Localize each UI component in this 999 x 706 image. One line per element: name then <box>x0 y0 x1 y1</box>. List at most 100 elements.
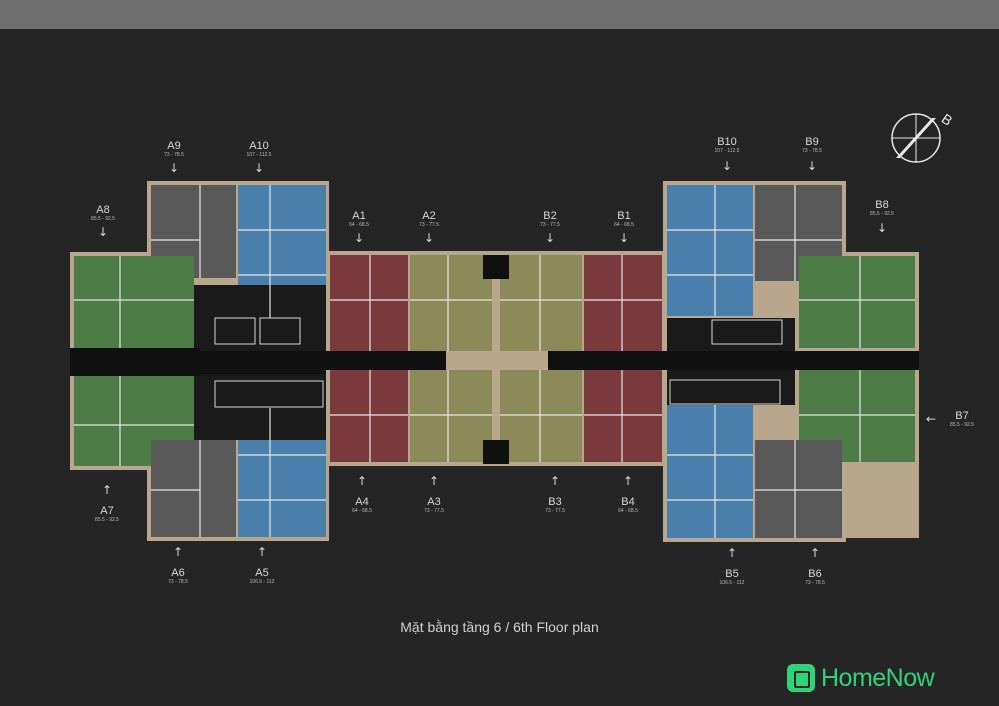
unit-a2-block[interactable] <box>410 255 492 351</box>
unit-name: B1 <box>617 210 631 222</box>
core-right <box>660 318 919 405</box>
arrow-down-icon: ↓ <box>721 159 733 173</box>
unit-a3-block[interactable] <box>410 370 492 462</box>
arrow-down-icon: ↓ <box>423 231 435 245</box>
unit-name: A4 <box>355 496 369 508</box>
arrow-down-icon: ↓ <box>618 231 630 245</box>
unit-name: B4 <box>621 496 635 508</box>
unit-name: B9 <box>805 136 819 148</box>
unit-area: 64 - 68.5 <box>352 508 372 514</box>
unit-area: 73 - 77.5 <box>424 508 444 514</box>
unit-area: 73 - 78.5 <box>168 579 188 585</box>
arrow-down-icon: ↓ <box>544 231 556 245</box>
unit-b4-block[interactable] <box>584 370 662 462</box>
arrow-up-icon: ↑ <box>172 545 184 559</box>
compass-icon: B <box>891 112 956 163</box>
unit-area: 73 - 78.5 <box>805 580 825 586</box>
unit-area: 107 - 112.5 <box>246 152 272 158</box>
unit-area: 64 - 68.5 <box>614 222 634 228</box>
unit-name: A10 <box>249 140 269 152</box>
unit-b3-block[interactable] <box>500 370 582 462</box>
corridor-centre <box>326 255 666 464</box>
arrow-up-icon: ↑ <box>256 545 268 559</box>
brand-logo: HomeNow <box>787 661 935 695</box>
unit-area: 73 - 77.5 <box>540 222 560 228</box>
unit-name: B5 <box>725 568 739 580</box>
unit-b8-block[interactable] <box>799 256 915 348</box>
arrow-up-icon: ↑ <box>549 474 561 488</box>
unit-area: 85.5 - 92.5 <box>91 216 115 222</box>
arrow-down-icon: ↓ <box>168 161 180 175</box>
unit-name: A6 <box>171 567 185 579</box>
unit-a6-block[interactable] <box>151 440 236 537</box>
arrow-down-icon: ↓ <box>806 159 818 173</box>
unit-area: 73 - 77.5 <box>545 508 565 514</box>
unit-area: 106.5 - 112 <box>719 580 745 586</box>
arrow-left-icon: ← <box>926 412 937 426</box>
top-bar <box>0 0 999 29</box>
unit-b6-block[interactable] <box>755 440 842 538</box>
unit-name: B8 <box>875 199 889 211</box>
unit-a4-block[interactable] <box>330 370 408 462</box>
unit-name: A3 <box>427 496 441 508</box>
unit-name: A5 <box>255 567 269 579</box>
unit-area: 85.5 - 92.5 <box>870 211 894 217</box>
unit-name: B6 <box>808 568 822 580</box>
unit-area: 64 - 68.5 <box>618 508 638 514</box>
unit-name: A9 <box>167 140 181 152</box>
unit-name: A2 <box>422 210 436 222</box>
arrow-up-icon: ↑ <box>622 474 634 488</box>
unit-area: 106.5 - 112 <box>249 579 275 585</box>
brand-name: HomeNow <box>821 663 935 692</box>
unit-area: 73 - 77.5 <box>419 222 439 228</box>
unit-name: A7 <box>100 505 114 517</box>
unit-b2-block[interactable] <box>500 255 582 351</box>
unit-a1-block[interactable] <box>330 255 408 351</box>
arrow-down-icon: ↓ <box>353 231 365 245</box>
arrow-up-icon: ↑ <box>356 474 368 488</box>
arrow-down-icon: ↓ <box>97 225 109 239</box>
unit-b10-block[interactable] <box>667 185 753 316</box>
arrow-up-icon: ↑ <box>726 546 738 560</box>
unit-name: A1 <box>352 210 366 222</box>
unit-area: 73 - 78.5 <box>802 148 822 154</box>
partitions <box>74 185 915 538</box>
unit-area: 107 - 112.5 <box>714 148 740 154</box>
unit-area: 85.5 - 92.5 <box>950 422 974 428</box>
unit-a8-block[interactable] <box>74 256 194 348</box>
compass-letter: B <box>939 112 956 129</box>
unit-b5-block[interactable] <box>667 405 753 538</box>
unit-b1-block[interactable] <box>584 255 662 351</box>
unit-name: B7 <box>955 410 969 422</box>
floor-plan-caption: Mặt bằng tầng 6 / 6th Floor plan <box>400 619 599 635</box>
arrow-up-icon: ↑ <box>428 474 440 488</box>
unit-name: B2 <box>543 210 557 222</box>
arrow-up-icon: ↑ <box>809 546 821 560</box>
unit-name: B10 <box>717 136 737 148</box>
core-left <box>70 285 326 440</box>
unit-name: A8 <box>96 204 110 216</box>
arrow-up-icon: ↑ <box>101 483 113 497</box>
unit-area: 73 - 78.5 <box>164 152 184 158</box>
homenow-logo-icon <box>787 664 815 692</box>
unit-name: B3 <box>548 496 562 508</box>
